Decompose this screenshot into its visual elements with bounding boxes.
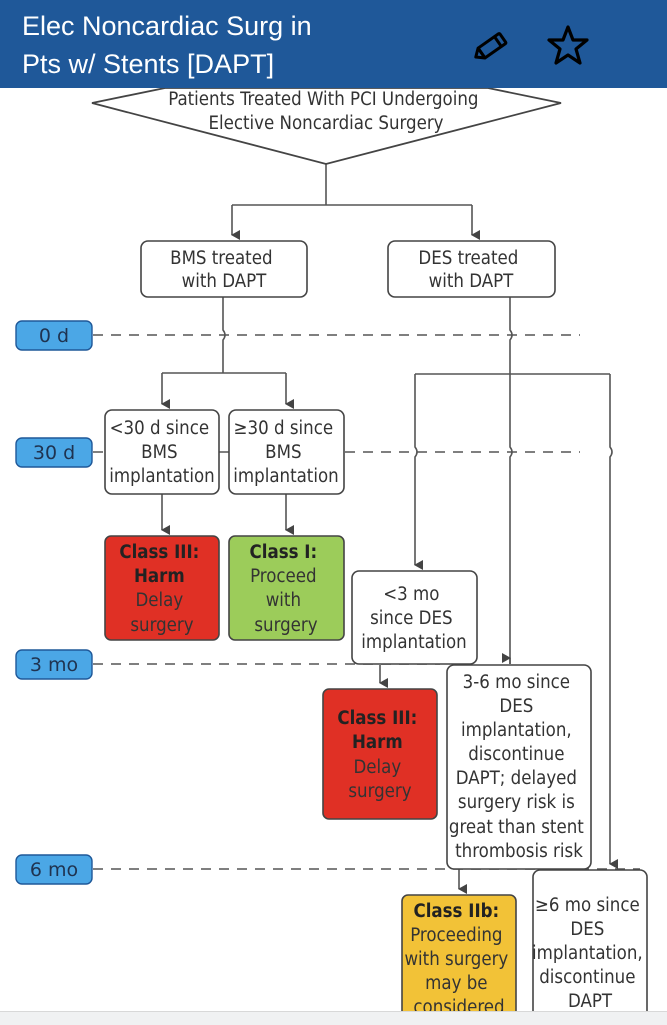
svg-text:<30 d since BMS im: <30 d since BMS implantation <box>109 418 214 487</box>
bottom-bar <box>0 1011 667 1025</box>
des-3to6mo-recommendation: Class IIb: Proceeding with surgery may b… <box>401 894 517 1024</box>
svg-text:Class III: Harm De: Class III: Harm Delay surgery <box>337 708 422 802</box>
root-text-line-2: Elective Noncardiac Surgery <box>208 113 443 134</box>
svg-text:3 mo: 3 mo <box>30 654 78 676</box>
bms-ge30d-recommendation: Class I: Proceed with surgery <box>228 535 345 641</box>
timeline-label-0d: 0 d <box>15 320 93 351</box>
star-icon[interactable] <box>545 22 591 68</box>
svg-text:Class IIb: Proceeding: Class IIb: Proceeding with surgery may b… <box>404 901 513 1018</box>
bms-ge30d-node: ≥30 d since BMS implantation <box>228 409 345 495</box>
timeline-label-3mo: 3 mo <box>15 649 93 680</box>
svg-text:DES treated with DAPT: DES treated with DAPT <box>418 248 523 292</box>
des-ge6mo-node: ≥6 mo since DES implantation, discontinu… <box>532 869 648 1021</box>
svg-text:0 d: 0 d <box>39 325 69 347</box>
app-header: Elec Noncardiac Surg in Pts w/ Stents [D… <box>0 0 667 88</box>
svg-text:<3 mo since DES im: <3 mo since DES implantation <box>361 584 466 653</box>
timeline-label-30d: 30 d <box>15 437 93 468</box>
svg-text:3-6 mo since DES i: 3-6 mo since DES implantation, discontin… <box>449 672 589 862</box>
dapt-flowchart: Patients Treated With PCI Undergoing Ele… <box>15 88 648 1024</box>
bms-line-2: with DAPT <box>182 271 268 292</box>
bms-lt30d-node: <30 d since BMS implantation <box>104 409 220 495</box>
svg-text:Patients Treated With PCI Unde: Patients Treated With PCI Undergoing Ele… <box>168 89 484 134</box>
svg-text:≥30 d since BMS im: ≥30 d since BMS implantation <box>233 418 338 487</box>
svg-text:BMS treated with DAPT: BMS treated with DAPT <box>170 248 278 292</box>
svg-text:Class III: Harm De: Class III: Harm Delay surgery <box>119 542 204 636</box>
svg-text:≥6 mo since DES im: ≥6 mo since DES implantation, discontinu… <box>532 895 648 1012</box>
des-line-2: with DAPT <box>429 271 515 292</box>
pencil-icon[interactable] <box>470 22 516 68</box>
des-lt3mo-recommendation: Class III: Harm Delay surgery <box>322 688 438 820</box>
svg-text:30 d: 30 d <box>33 442 75 464</box>
root-text-line-1: Patients Treated With PCI Undergoing <box>168 89 478 110</box>
root-decision-node: Patients Treated With PCI Undergoing Ele… <box>91 88 562 165</box>
page-title-line-1: Elec Noncardiac Surg in <box>22 11 312 41</box>
bms-line-1: BMS treated <box>170 248 272 269</box>
svg-text:6 mo: 6 mo <box>30 859 78 881</box>
bms-treated-node: BMS treated with DAPT <box>140 240 308 298</box>
page-title: Elec Noncardiac Surg in Pts w/ Stents [D… <box>22 7 312 83</box>
bms-lt30d-recommendation: Class III: Harm Delay surgery <box>104 535 220 641</box>
des-treated-node: DES treated with DAPT <box>387 240 556 298</box>
des-lt3mo-node: <3 mo since DES implantation <box>351 570 478 665</box>
des-3to6mo-node: 3-6 mo since DES implantation, discontin… <box>446 664 592 870</box>
svg-text:Class I: Proceed w: Class I: Proceed with surgery <box>250 542 323 636</box>
des-line-1: DES treated <box>418 248 518 269</box>
page-title-line-2: Pts w/ Stents [DAPT] <box>22 49 275 79</box>
timeline-label-6mo: 6 mo <box>15 854 93 885</box>
